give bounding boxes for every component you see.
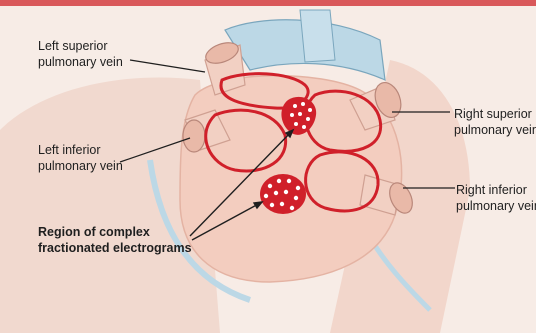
label-line: Right superior [454,106,536,122]
label-line: pulmonary vein [456,198,536,214]
label-line: pulmonary vein [38,158,123,174]
label-line: Right inferior [456,182,536,198]
label-line: pulmonary vein [38,54,123,70]
label-left-superior-pulmonary-vein: Left superior pulmonary vein [38,38,123,70]
label-left-inferior-pulmonary-vein: Left inferior pulmonary vein [38,142,123,174]
label-line: fractionated electrograms [38,240,192,256]
label-right-superior-pulmonary-vein: Right superior pulmonary vein [454,106,536,138]
label-line: Left superior [38,38,123,54]
cfae-region-lower [260,174,306,214]
upper-vessel [300,10,335,62]
label-right-inferior-pulmonary-vein: Right inferior pulmonary vein [456,182,536,214]
label-line: pulmonary vein [454,122,536,138]
label-cfae-region: Region of complex fractionated electrogr… [38,224,192,256]
label-line: Region of complex [38,224,192,240]
label-line: Left inferior [38,142,123,158]
